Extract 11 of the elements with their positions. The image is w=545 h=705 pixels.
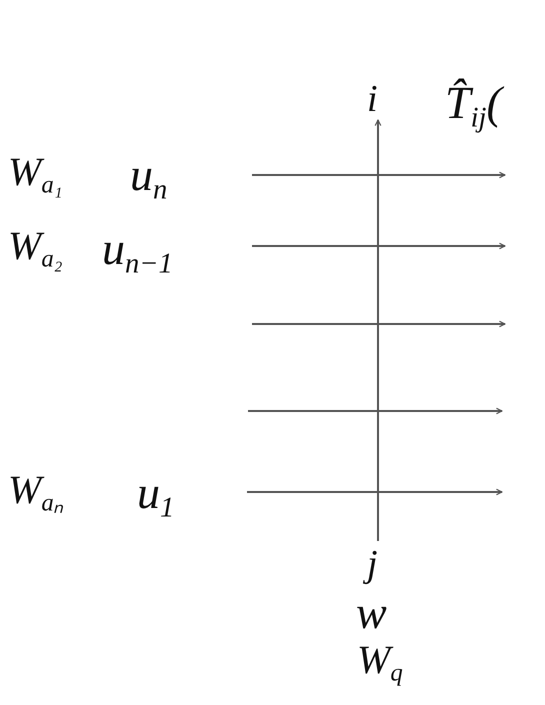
variable-label: u$_{n−1}$ (102, 226, 173, 280)
index-label: i (367, 80, 378, 118)
operator-symbol: T̂$_{ij}$( (445, 80, 502, 134)
variable-label: u$_{n}$ (130, 152, 168, 206)
weight-label: W$_{aₙ}$ (8, 470, 64, 516)
variable-label: w (356, 590, 387, 636)
variable-label: u$_{1}$ (137, 470, 174, 524)
weight-label: W$_{a₂}$ (8, 226, 62, 272)
weight-label: W$_{q}$ (357, 640, 403, 686)
arrow (374, 119, 382, 541)
weight-label: W$_{a₁}$ (8, 152, 62, 198)
